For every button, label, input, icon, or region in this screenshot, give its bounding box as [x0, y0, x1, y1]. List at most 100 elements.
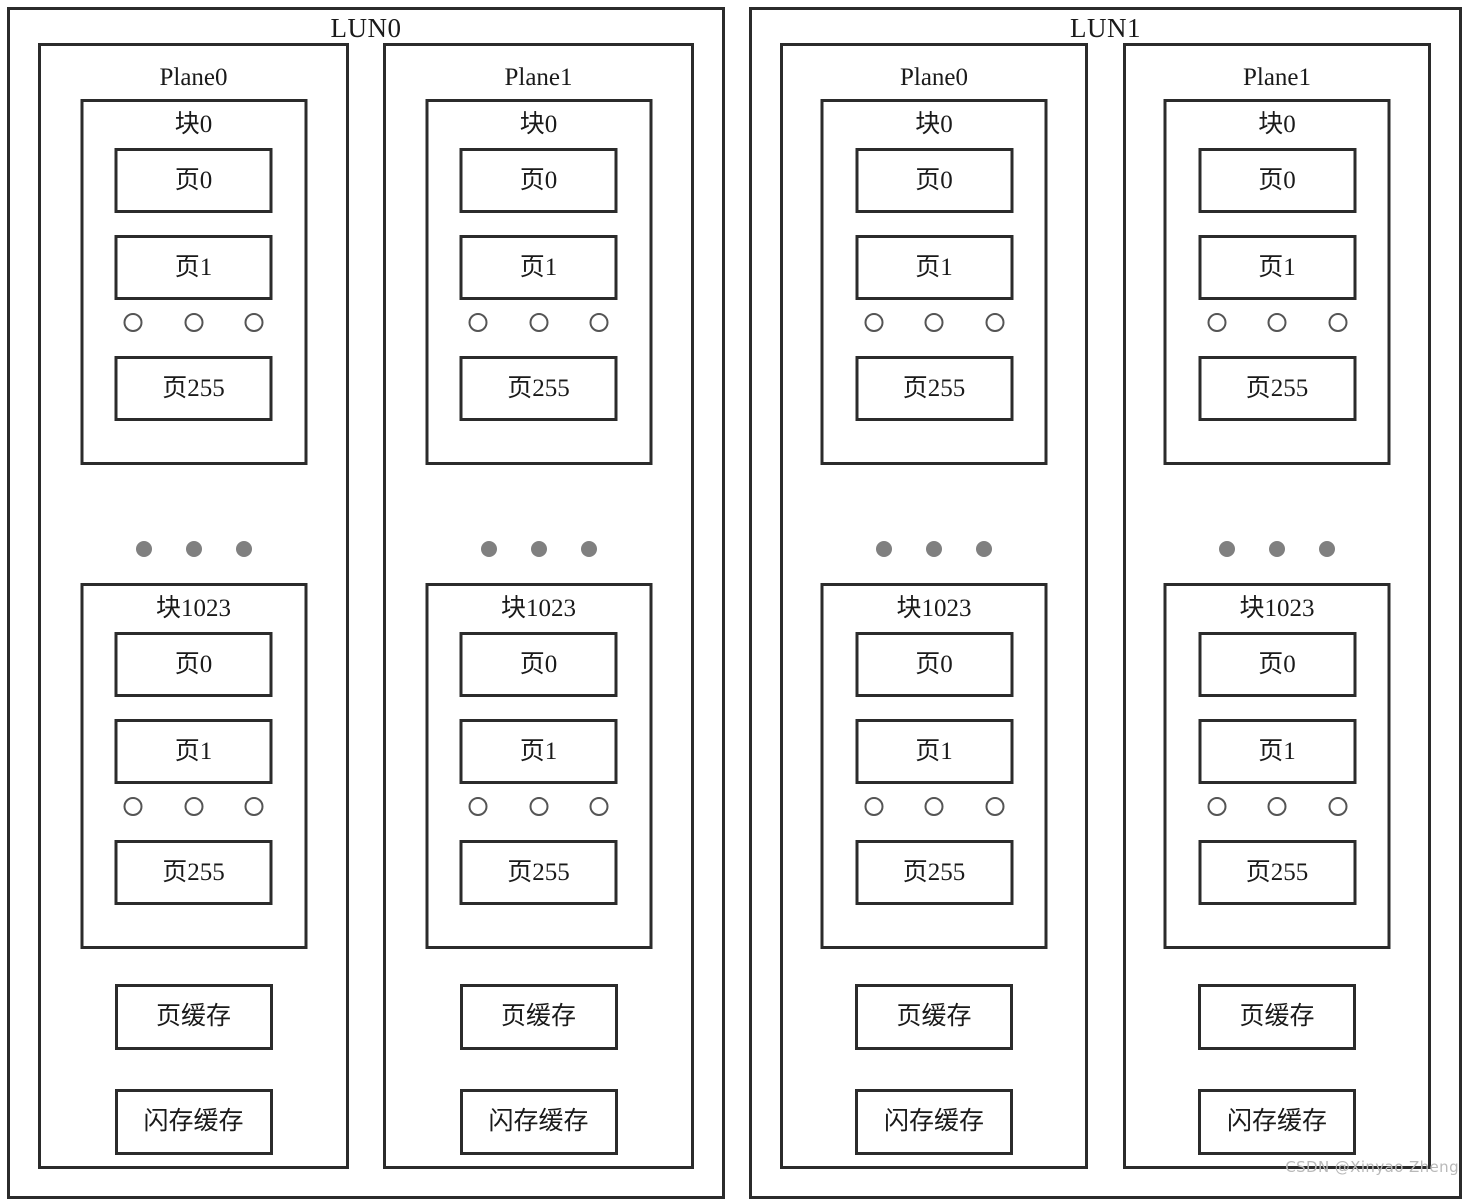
block-container-last: 块1023 页0 页1 页255	[820, 583, 1048, 949]
page-ellipsis-icon	[123, 313, 264, 332]
circle-filled-icon	[580, 541, 597, 557]
circle-outline-icon	[244, 313, 264, 332]
page-box-last: 页255	[459, 840, 618, 905]
circle-outline-icon	[123, 313, 143, 332]
circle-outline-icon	[589, 313, 609, 332]
page-cache-box: 页缓存	[1198, 984, 1356, 1050]
block-title: 块0	[1258, 111, 1296, 138]
circle-outline-icon	[468, 313, 488, 332]
flash-cache-box: 闪存缓存	[855, 1089, 1013, 1155]
circle-filled-icon	[480, 541, 497, 557]
circle-outline-icon	[924, 313, 944, 332]
block-title: 块1023	[155, 595, 231, 622]
page-box-last: 页255	[1198, 356, 1356, 421]
page-box-second: 页1	[459, 235, 618, 300]
lun-title: LUN1	[1070, 13, 1141, 43]
page-box-first: 页0	[855, 148, 1013, 213]
circle-outline-icon	[1207, 313, 1226, 332]
page-ellipsis-icon	[1207, 797, 1347, 816]
circle-outline-icon	[123, 797, 143, 816]
page-box-first: 页0	[459, 632, 618, 697]
page-cache-box: 页缓存	[459, 984, 618, 1050]
page-ellipsis-icon	[1207, 313, 1347, 332]
circle-outline-icon	[864, 313, 883, 332]
page-cache-box: 页缓存	[114, 984, 273, 1050]
page-box-second: 页1	[459, 719, 618, 784]
page-box-second: 页1	[855, 719, 1013, 784]
block-title: 块1023	[500, 595, 576, 622]
page-box-second: 页1	[855, 235, 1013, 300]
block-ellipsis-icon	[135, 541, 252, 557]
circle-filled-icon	[926, 541, 942, 557]
page-box-last: 页255	[1198, 840, 1356, 905]
plane-title: Plane1	[504, 64, 573, 91]
plane-title: Plane0	[159, 64, 228, 91]
plane-container-lun1-plane1: Plane1 块0 页0 页1 页255 块1023 页0	[1123, 43, 1431, 1169]
flash-cache-box: 闪存缓存	[1198, 1089, 1356, 1155]
page-box-second: 页1	[1198, 235, 1356, 300]
block-title: 块1023	[1239, 595, 1315, 622]
circle-outline-icon	[1267, 797, 1287, 816]
flash-cache-box: 闪存缓存	[114, 1089, 273, 1155]
block-title: 块0	[915, 111, 953, 138]
page-ellipsis-icon	[468, 313, 609, 332]
block-ellipsis-icon	[1219, 541, 1335, 557]
page-box-last: 页255	[459, 356, 618, 421]
circle-outline-icon	[924, 797, 944, 816]
page-box-first: 页0	[1198, 632, 1356, 697]
circle-outline-icon	[1328, 797, 1347, 816]
circle-filled-icon	[235, 541, 252, 557]
page-box-first: 页0	[855, 632, 1013, 697]
circle-outline-icon	[244, 797, 264, 816]
page-box-first: 页0	[459, 148, 618, 213]
lun-title: LUN0	[330, 13, 402, 43]
page-box-first: 页0	[114, 148, 273, 213]
block-container-last: 块1023 页0 页1 页255	[80, 583, 307, 949]
plane-title: Plane1	[1242, 64, 1312, 91]
circle-outline-icon	[589, 797, 609, 816]
plane-title: Plane0	[899, 64, 969, 91]
circle-filled-icon	[876, 541, 892, 557]
page-box-second: 页1	[114, 719, 273, 784]
plane-container-lun0-plane1: Plane1 块0 页0 页1 页255 块1023 页0	[383, 43, 694, 1169]
page-ellipsis-icon	[123, 797, 264, 816]
page-cache-box: 页缓存	[855, 984, 1013, 1050]
block-ellipsis-icon	[876, 541, 992, 557]
circle-filled-icon	[135, 541, 152, 557]
circle-outline-icon	[468, 797, 488, 816]
page-ellipsis-icon	[864, 797, 1004, 816]
block-container-last: 块1023 页0 页1 页255	[425, 583, 652, 949]
circle-outline-icon	[529, 313, 548, 332]
block-container-first: 块0 页0 页1 页255	[1163, 99, 1391, 465]
circle-outline-icon	[529, 797, 548, 816]
circle-filled-icon	[976, 541, 992, 557]
circle-outline-icon	[184, 797, 203, 816]
circle-outline-icon	[184, 313, 203, 332]
block-container-first: 块0 页0 页1 页255	[820, 99, 1048, 465]
lun-container-0: LUN0 Plane0 块0 页0 页1 页255 块	[7, 7, 725, 1199]
circle-outline-icon	[1267, 313, 1287, 332]
page-box-second: 页1	[1198, 719, 1356, 784]
page-box-first: 页0	[114, 632, 273, 697]
circle-filled-icon	[1269, 541, 1285, 557]
page-box-last: 页255	[855, 356, 1013, 421]
page-box-last: 页255	[114, 840, 273, 905]
block-container-last: 块1023 页0 页1 页255	[1163, 583, 1391, 949]
circle-filled-icon	[530, 541, 547, 557]
block-title: 块0	[174, 111, 213, 138]
page-box-last: 页255	[855, 840, 1013, 905]
page-ellipsis-icon	[468, 797, 609, 816]
circle-filled-icon	[1219, 541, 1235, 557]
page-box-last: 页255	[114, 356, 273, 421]
circle-outline-icon	[985, 313, 1004, 332]
circle-filled-icon	[185, 541, 202, 557]
plane-container-lun1-plane0: Plane0 块0 页0 页1 页255 块1023 页0	[780, 43, 1088, 1169]
circle-outline-icon	[985, 797, 1004, 816]
page-ellipsis-icon	[864, 313, 1004, 332]
block-container-first: 块0 页0 页1 页255	[425, 99, 652, 465]
circle-outline-icon	[1207, 797, 1226, 816]
page-box-second: 页1	[114, 235, 273, 300]
circle-outline-icon	[1328, 313, 1347, 332]
block-ellipsis-icon	[480, 541, 597, 557]
